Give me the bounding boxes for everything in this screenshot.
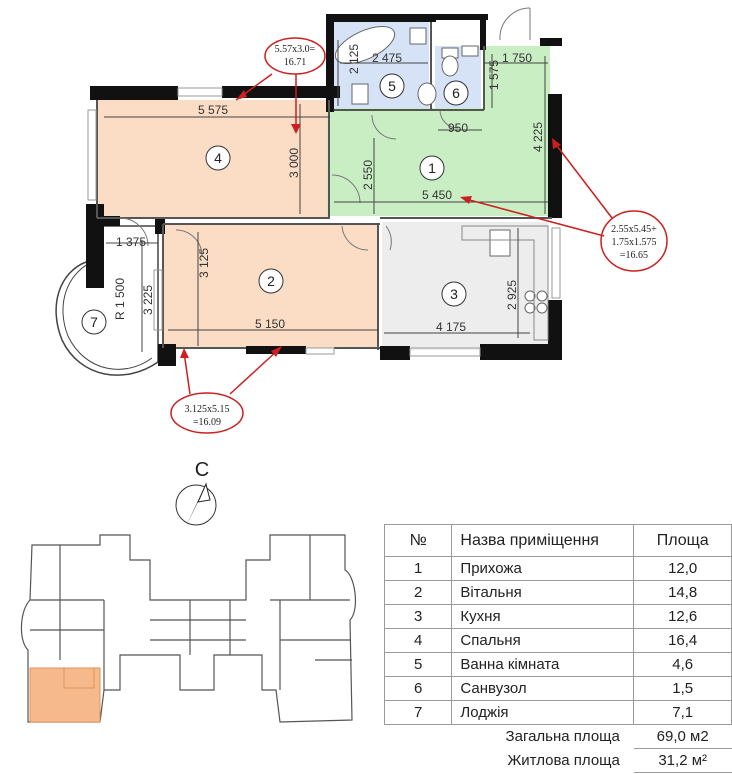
dim-950: 950	[448, 121, 468, 135]
cell-number: 6	[383, 676, 453, 701]
cell-room-name: Кухня	[451, 604, 635, 629]
annotation-bedroom-2: 16.71	[284, 57, 307, 68]
compass-icon	[175, 482, 217, 526]
cell-number: 5	[383, 652, 453, 677]
annotation-ovals	[170, 37, 668, 434]
room-number-7: 7	[90, 314, 98, 330]
room-number-6: 6	[452, 85, 460, 101]
cell-room-name: Прихожа	[451, 556, 635, 581]
cell-area: 1,5	[633, 676, 732, 701]
living-area-value: 31,2 м²	[633, 748, 732, 773]
cell-room-name: Спальня	[451, 628, 635, 653]
cell-room-name: Вітальня	[451, 580, 635, 605]
dim-R1500: R 1 500	[113, 278, 127, 320]
room-fill-1	[327, 46, 550, 216]
cell-area: 16,4	[633, 628, 732, 653]
loggia-outline	[55, 225, 159, 376]
cell-area: 7,1	[633, 700, 732, 725]
dim-3225: 3 225	[141, 285, 155, 315]
room-labels	[81, 73, 469, 335]
room-number-3: 3	[450, 286, 458, 302]
room-fill-3	[382, 222, 548, 350]
dim-3000: 3 000	[287, 148, 301, 178]
room-number-5: 5	[388, 78, 396, 94]
room-number-1: 1	[428, 160, 436, 176]
loggia-outline-inner	[62, 261, 153, 370]
header-number: №	[383, 524, 453, 557]
dim-5450: 5 450	[422, 188, 452, 202]
dim-1375: 1 375	[116, 235, 146, 249]
table-header-row: № Назва приміщення Площа	[383, 524, 732, 557]
cell-room-name: Санвузол	[451, 676, 635, 701]
dim-5575: 5 575	[198, 103, 228, 117]
dimension-lines	[104, 40, 548, 352]
cell-room-name: Ванна кімната	[451, 652, 635, 677]
header-room-name: Назва приміщення	[451, 524, 635, 557]
annotation-hall-3: =16.65	[620, 250, 648, 261]
dim-2550: 2 550	[361, 160, 375, 190]
key-plan-highlight-top	[63, 667, 95, 689]
dim-2125: 2 125	[347, 44, 361, 74]
windows	[87, 87, 561, 357]
total-area-label: Загальна площа	[505, 728, 620, 746]
compass-label: С	[195, 459, 209, 481]
annotation-living-2: =16.09	[193, 417, 221, 428]
dim-5150: 5 150	[255, 317, 285, 331]
cell-number: 4	[383, 628, 453, 653]
annotation-bedroom-1: 5.57x3.0=	[275, 44, 316, 55]
cell-area: 4,6	[633, 652, 732, 677]
cell-number: 2	[383, 580, 453, 605]
doors	[119, 7, 531, 257]
kitchen-counter	[461, 225, 549, 341]
annotation-arrowheads	[180, 90, 561, 358]
dim-4175: 4 175	[436, 320, 466, 334]
fixtures	[334, 25, 548, 314]
internal-walls	[96, 22, 552, 350]
annotation-hall-2: 1.75x1.575	[612, 237, 657, 248]
living-area-label: Житлова площа	[507, 752, 620, 769]
header-area: Площа	[633, 524, 732, 557]
cell-area: 14,8	[633, 580, 732, 605]
total-area-value: 69,0 м2	[633, 724, 732, 749]
living-area-row: Житлова площа 31,2 м²	[385, 748, 732, 773]
room-number-2: 2	[267, 273, 275, 289]
dim-2475: 2 475	[372, 51, 402, 65]
cell-area: 12,6	[633, 604, 732, 629]
key-plan	[20, 534, 357, 723]
cell-number: 7	[383, 700, 453, 725]
cell-number: 1	[383, 556, 453, 581]
dim-4225: 4 225	[531, 122, 545, 152]
dim-1750: 1 750	[502, 51, 532, 65]
annotation-hall-1: 2.55x5.45+	[611, 224, 657, 235]
annotation-living-1: 3.125x5.15	[185, 404, 230, 415]
dim-3125: 3 125	[197, 248, 211, 278]
cell-number: 3	[383, 604, 453, 629]
cell-area: 12,0	[633, 556, 732, 581]
total-area-row: Загальна площа 69,0 м2	[385, 724, 732, 749]
dim-2925: 2 925	[505, 280, 519, 310]
cell-room-name: Лоджія	[451, 700, 635, 725]
room-number-4: 4	[214, 150, 222, 166]
dim-1575: 1 575	[487, 60, 501, 90]
